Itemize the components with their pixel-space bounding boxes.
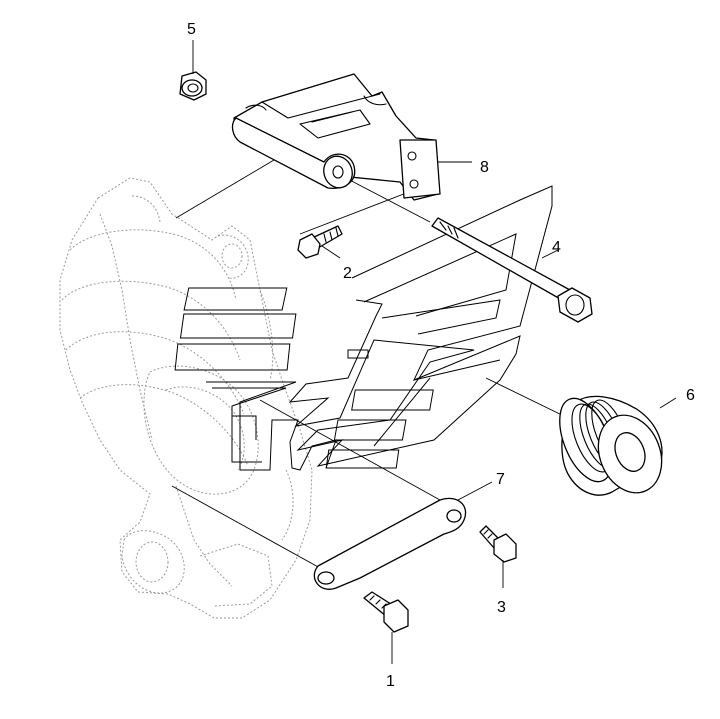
pulley-part-6 [559, 395, 663, 496]
callout-7: 7 [496, 471, 505, 488]
callout-8: 8 [480, 159, 489, 176]
callout-2: 2 [343, 265, 352, 282]
callout-6: 6 [686, 387, 695, 404]
nut-part-5 [179, 71, 207, 101]
bolt-part-2 [297, 225, 343, 259]
alternator-ghost [59, 177, 313, 619]
strap-part-7 [313, 497, 467, 590]
bolt-part-1 [363, 591, 409, 633]
watermark-logo [174, 185, 553, 471]
callout-leaders [192, 40, 677, 664]
callout-4: 4 [552, 239, 561, 256]
bolt-part-3 [479, 525, 517, 563]
callout-3: 3 [497, 599, 506, 616]
bolt-part-4 [431, 217, 593, 323]
bracket-part-8 [231, 73, 441, 201]
assembly-lines [171, 159, 569, 569]
callout-5: 5 [187, 21, 196, 38]
callout-1: 1 [386, 673, 395, 690]
